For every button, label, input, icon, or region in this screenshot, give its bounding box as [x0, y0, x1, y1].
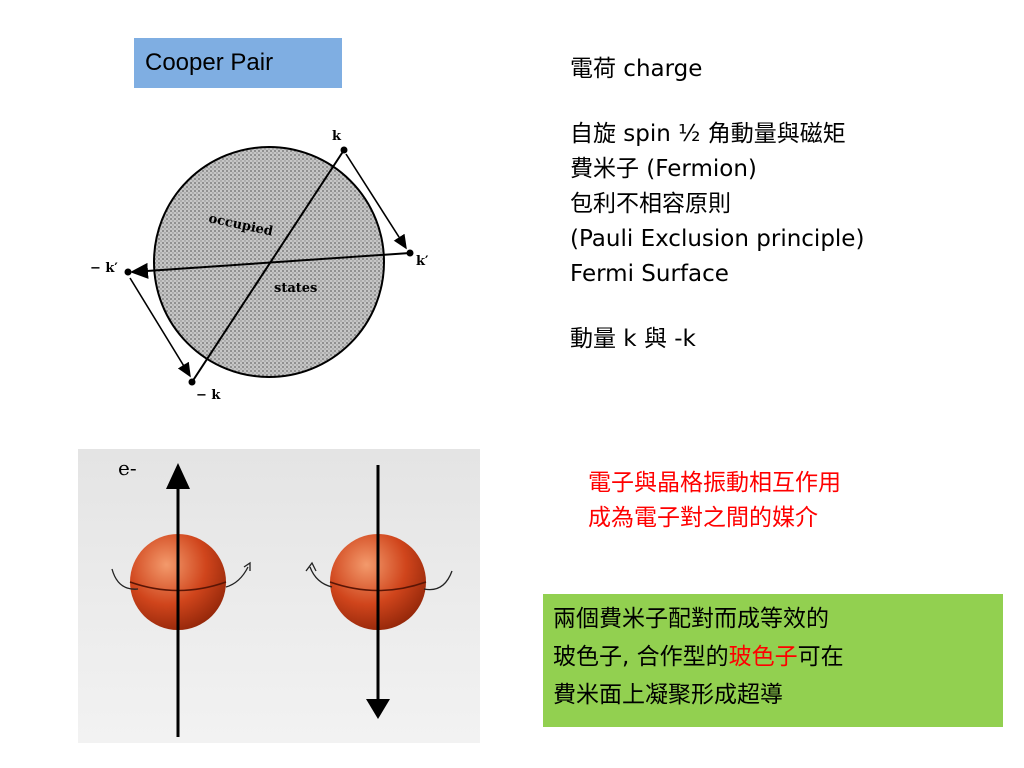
boson-highlight: 玻色子 — [728, 644, 798, 670]
label-k: k — [332, 129, 342, 144]
phonon-mediation-note: 電子與晶格振動相互作用 成為電子對之間的媒介 — [588, 466, 988, 536]
red-note-line-2: 成為電子對之間的媒介 — [588, 505, 818, 531]
electron-label: e- — [118, 456, 137, 480]
label-neg-k: − k — [196, 388, 221, 403]
label-neg-k-prime: − k′ — [90, 261, 118, 276]
boson-summary-box: 兩個費米子配對而成等效的 玻色子, 合作型的玻色子可在 費米面上凝聚形成超導 — [543, 594, 1003, 727]
slide-title: Cooper Pair — [134, 38, 342, 88]
property-charge: 電荷 charge — [570, 56, 703, 82]
property-fermion: 費米子 (Fermion) — [570, 156, 757, 182]
fermi-sphere-figure: occupied states k k′ − k′ − k — [90, 129, 429, 403]
k-vector — [191, 149, 345, 383]
scatter-arrow-right — [345, 153, 407, 250]
properties-list: 電荷 charge 自旋 spin ½ 角動量與磁矩 費米子 (Fermion)… — [570, 52, 1010, 357]
property-spin: 自旋 spin ½ 角動量與磁矩 — [570, 121, 846, 147]
summary-line-3: 費米面上凝聚形成超導 — [553, 682, 783, 708]
property-fermi-surface: Fermi Surface — [570, 261, 729, 287]
spin-down-arrowhead — [366, 699, 390, 719]
electron-spin-figure: e- — [78, 449, 480, 743]
label-states: states — [274, 281, 317, 296]
property-pauli-zh: 包利不相容原則 — [570, 191, 731, 217]
spin-up-arrowhead — [166, 463, 190, 489]
property-pauli-en: (Pauli Exclusion principle) — [570, 226, 865, 252]
label-k-prime: k′ — [416, 254, 429, 269]
red-note-line-1: 電子與晶格振動相互作用 — [588, 470, 841, 496]
k-prime-vector — [130, 252, 411, 279]
summary-line-1: 兩個費米子配對而成等效的 — [553, 606, 829, 632]
scatter-arrow-left — [129, 277, 191, 378]
summary-line-2: 玻色子, 合作型的玻色子可在 — [553, 644, 844, 670]
property-momentum: 動量 k 與 -k — [570, 326, 696, 352]
